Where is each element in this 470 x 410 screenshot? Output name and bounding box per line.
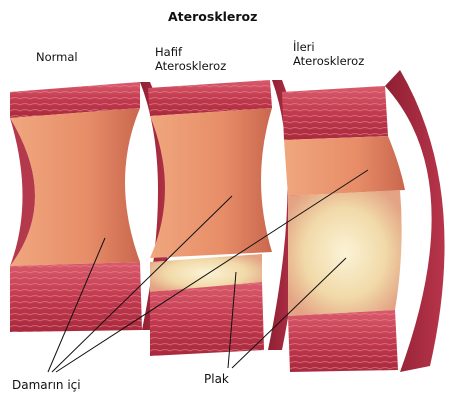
label-normal: Normal — [36, 50, 78, 64]
label-mild-atherosclerosis: Hafif Ateroskleroz — [155, 45, 226, 73]
label-plaque: Plak — [204, 372, 229, 386]
artery-segment-advanced — [282, 70, 445, 372]
artery-segment-mild — [148, 80, 300, 356]
diagram-title: Ateroskleroz — [168, 10, 257, 24]
label-lumen: Damarın içi — [12, 378, 81, 392]
label-advanced-atherosclerosis: İleri Ateroskleroz — [293, 40, 364, 68]
artery-segment-normal — [10, 82, 171, 332]
